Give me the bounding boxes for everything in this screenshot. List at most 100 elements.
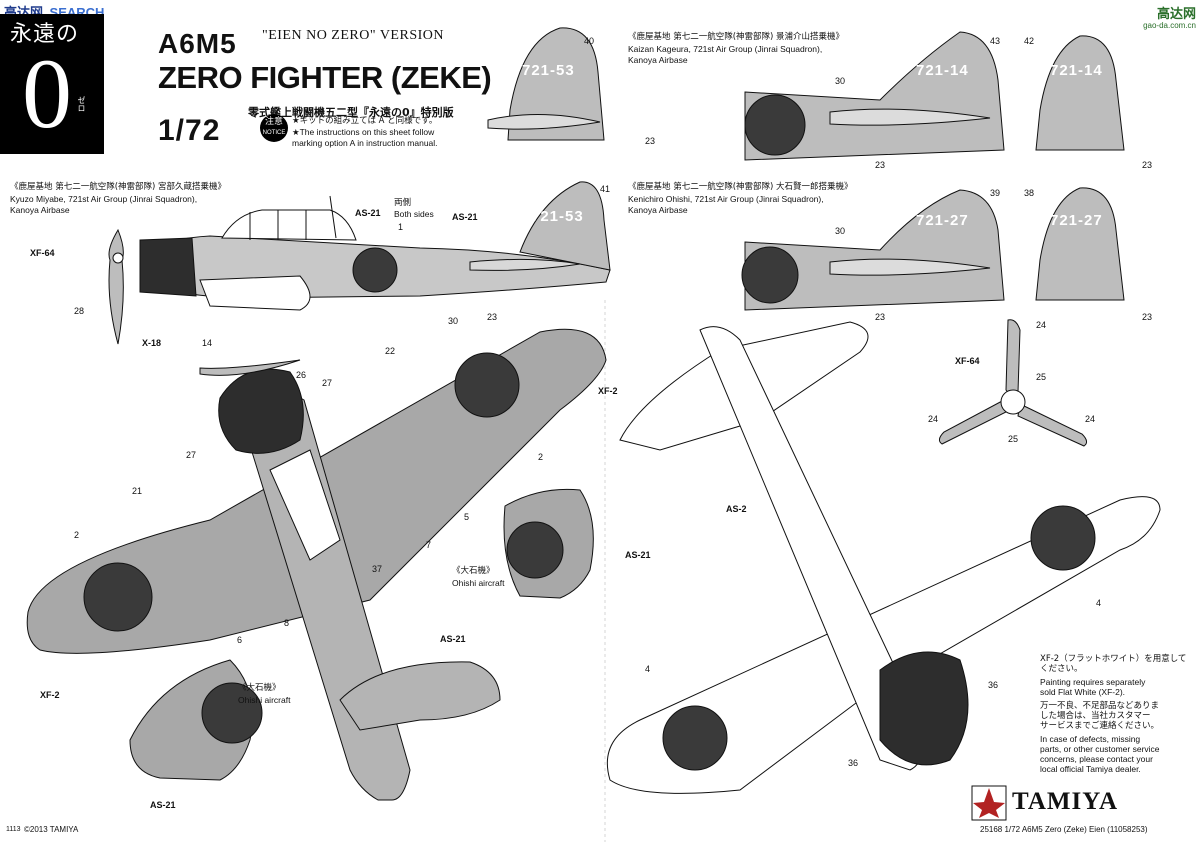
tail-code-miyabe-top: 721-53 (522, 62, 575, 79)
top-view-plan (26, 328, 607, 801)
decal-8: 8 (284, 618, 290, 628)
tail-code-ohishi-2: 721-27 (1050, 212, 1103, 229)
notice-en-line1: ★The instructions on this sheet follow (292, 127, 435, 137)
paint-code-as21-bottom: AS-21 (150, 800, 176, 810)
decal-6: 6 (237, 635, 243, 645)
product-line: 25168 1/72 A6M5 Zero (Zeke) Eien (110582… (980, 825, 1148, 834)
decal-23-kageura2: 23 (1142, 160, 1153, 170)
decal-43: 43 (990, 36, 1001, 46)
decal-30-side: 30 (448, 316, 459, 326)
paint-code-x18: X-18 (142, 338, 162, 348)
ohishi-wingtip-detail-middle (503, 488, 594, 599)
note-defect-en1: In case of defects, missing (1040, 734, 1141, 744)
ohishi-caption-en2: Kanoya Airbase (628, 205, 688, 215)
watermark-brand-right: 高达网 (1156, 7, 1196, 22)
bottom-view-plan (606, 321, 1161, 794)
kageura-caption-jp: 《鹿屋基地 第七二一航空隊(神雷部隊) 景浦介山搭乗機》 (628, 32, 845, 42)
paint-code-xf64-detail: XF-64 (955, 356, 980, 366)
decal-38: 38 (1024, 188, 1035, 198)
logo-eien-text: 永遠の (10, 22, 80, 47)
kageura-tail-views (487, 27, 1125, 161)
tail-code-kageura-1: 721-14 (916, 62, 969, 79)
decal-28: 28 (74, 306, 85, 316)
both-sides-jp: 両側 (394, 198, 412, 208)
copyright: ©2013 TAMIYA (24, 825, 79, 834)
note-painting-en2: sold Flat White (XF-2). (1040, 687, 1126, 697)
note-defect-en2: parts, or other customer service (1040, 744, 1160, 754)
watermark-url: gao-da.com.cn (1143, 21, 1196, 30)
decal-23-side: 23 (487, 312, 498, 322)
version-label: "EIEN NO ZERO" VERSION (262, 28, 444, 43)
decal-25-top: 25 (1036, 372, 1047, 382)
notes-panel: XF-2（フラットホワイト）を用意してください。 Painting requir… (1040, 654, 1190, 774)
decal-41: 41 (600, 184, 611, 194)
decal-30-kageura: 30 (835, 76, 846, 86)
site-watermark-right: 高达网 (1157, 3, 1196, 22)
logo-zero-ruby: ゼロ (77, 96, 86, 112)
ohishi-aircraft-en-middle: Ohishi aircraft (452, 578, 505, 588)
decal-14: 14 (202, 338, 213, 348)
decal-7: 7 (426, 540, 432, 550)
both-sides-en: Both sides (394, 209, 434, 219)
decal-40: 40 (584, 36, 595, 46)
note-painting-en1: Painting requires separately (1040, 677, 1146, 687)
ohishi-wingtip-detail-left (129, 659, 263, 781)
paint-code-as2: AS-2 (726, 504, 747, 514)
product-title: ZERO FIGHTER (ZEKE) (158, 60, 492, 95)
ohishi-tail-views (741, 187, 1125, 311)
note-defect-jp3: サービスまでご連絡ください。 (1040, 721, 1160, 731)
decal-23-top: 23 (645, 136, 656, 146)
paint-code-as21-wingtip: AS-21 (625, 550, 651, 560)
page-code: 1113 (6, 826, 21, 833)
decal-23-kageura: 23 (875, 160, 886, 170)
decal-24-top: 24 (1036, 320, 1047, 330)
decal-30-ohishi: 30 (835, 226, 846, 236)
paint-code-as21-canopy: AS-21 (355, 208, 381, 218)
miyabe-caption-jp: 《鹿屋基地 第七二一航空隊(神雷部隊) 宮部久蔵搭乗機》 (10, 182, 227, 192)
tamiya-star-icon (971, 785, 1007, 821)
decal-37: 37 (372, 564, 383, 574)
note-defect-jp2: した場合は、当社カスタマー (1040, 711, 1151, 721)
notice-en-line2: marking option A in instruction manual. (292, 138, 438, 148)
decal-42: 42 (1024, 36, 1035, 46)
decal-4-left: 4 (645, 664, 651, 674)
tamiya-brand: TAMIYA (1012, 788, 1119, 815)
note-defect-en3: concerns, please contact your (1040, 754, 1153, 764)
note-xf2-jp: XF-2（フラットホワイト）を用意してください。 (1040, 654, 1187, 674)
miyabe-side-view (108, 181, 611, 345)
decal-22: 22 (385, 346, 396, 356)
decal-27-top: 27 (322, 378, 333, 388)
decal-36-bottom: 36 (848, 758, 859, 768)
paint-code-xf2-left: XF-2 (40, 690, 60, 700)
paint-code-xf2-right: XF-2 (598, 386, 618, 396)
note-defect-jp1: 万一不良、不足部品などありま (1040, 701, 1160, 711)
kageura-caption-en2: Kanoya Airbase (628, 55, 688, 65)
decal-2-left: 2 (74, 530, 80, 540)
paint-code-as21-tail: AS-21 (440, 634, 466, 644)
decal-21: 21 (132, 486, 143, 496)
ohishi-caption-jp: 《鹿屋基地 第七二一航空隊(神雷部隊) 大石賢一郎搭乗機》 (628, 182, 853, 192)
decal-39: 39 (990, 188, 1001, 198)
propeller-detail (938, 319, 1088, 447)
decal-23-ohishi: 23 (875, 312, 886, 322)
ohishi-aircraft-jp-left: 《大石機》 (238, 683, 281, 693)
decal-24-left: 24 (928, 414, 939, 424)
tail-code-kageura-2: 721-14 (1050, 62, 1103, 79)
model-code: A6M5 (158, 28, 237, 59)
decal-24-right: 24 (1085, 414, 1096, 424)
notice-badge-jp: 注意 (264, 117, 283, 127)
decal-5: 5 (464, 512, 470, 522)
decal-36-right: 36 (988, 680, 999, 690)
miyabe-caption-en2: Kanoya Airbase (10, 205, 70, 215)
logo-zero-char: 0 (22, 38, 72, 149)
decal-4-right: 4 (1096, 598, 1102, 608)
ohishi-caption-en1: Kenichiro Ohishi, 721st Air Group (Jinra… (628, 194, 824, 204)
decal-2-right: 2 (538, 452, 544, 462)
notice-badge-en: NOTICE (262, 130, 286, 136)
decal-23-ohishi2: 23 (1142, 312, 1153, 322)
ohishi-aircraft-en-left: Ohishi aircraft (238, 695, 291, 705)
tail-code-ohishi-1: 721-27 (916, 212, 969, 229)
miyabe-caption-en1: Kyuzo Miyabe, 721st Air Group (Jinrai Sq… (10, 194, 198, 204)
paint-code-xf64-prop: XF-64 (30, 248, 55, 258)
